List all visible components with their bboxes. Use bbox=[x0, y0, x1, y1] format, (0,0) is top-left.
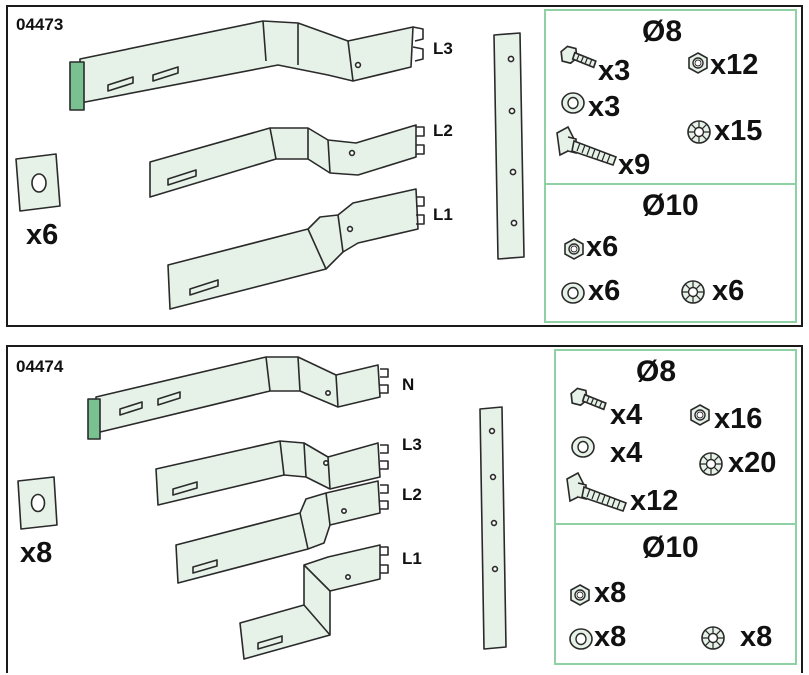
link-plate bbox=[493, 32, 525, 260]
kit-panel-04474: 04474 x8 N L3 L2 L1 Ø8 x4 x16 x4 x20 x12… bbox=[6, 345, 803, 673]
square-spacer bbox=[17, 476, 58, 530]
flat-washer-icon bbox=[570, 435, 596, 459]
m10-serrated-qty: x8 bbox=[740, 621, 773, 653]
kit-code: 04473 bbox=[16, 15, 64, 34]
m10-heading: Ø10 bbox=[642, 189, 699, 222]
m8-washer-qty: x3 bbox=[588, 91, 621, 123]
m8-bolt-qty: x4 bbox=[610, 399, 643, 431]
m8-serrated-qty: x20 bbox=[728, 447, 777, 479]
serrated-washer-icon bbox=[700, 625, 726, 651]
m8-tbolt-qty: x9 bbox=[618, 149, 651, 181]
phase-label-l3: L3 bbox=[433, 39, 453, 58]
square-spacer bbox=[15, 153, 61, 212]
hardware-box: Ø8 x4 x16 x4 x20 x12 Ø10 x8 x8 x8 bbox=[554, 349, 797, 665]
m8-heading: Ø8 bbox=[636, 355, 677, 388]
m10-washer-qty: x8 bbox=[594, 621, 627, 653]
phase-label-l2: L2 bbox=[433, 121, 453, 140]
m8-washer-qty: x4 bbox=[610, 437, 643, 469]
serrated-washer-icon bbox=[680, 279, 706, 305]
busbar-l3 bbox=[155, 440, 389, 506]
m10-serrated-qty: x6 bbox=[712, 275, 745, 307]
kit-panel-04473: 04473 x6 L3 L2 L1 Ø8 x3 x12 x3 x15 x9 Ø1… bbox=[6, 5, 803, 327]
busbar-l1 bbox=[167, 188, 425, 310]
busbar-l1 bbox=[239, 544, 389, 660]
phase-label-l2: L2 bbox=[402, 485, 422, 504]
phase-label-l3: L3 bbox=[402, 435, 422, 454]
busbar-parts-illustration bbox=[15, 20, 525, 310]
kit-code: 04474 bbox=[16, 357, 64, 376]
hardware-divider bbox=[546, 183, 795, 185]
busbar-l2 bbox=[175, 480, 389, 584]
t-head-bolt-icon bbox=[554, 125, 622, 169]
spacer-quantity: x8 bbox=[20, 537, 53, 569]
hardware-divider bbox=[556, 523, 795, 525]
flat-washer-icon bbox=[568, 627, 594, 651]
flat-washer-icon bbox=[560, 91, 586, 115]
t-head-bolt-icon bbox=[564, 471, 632, 515]
m8-bolt-qty: x3 bbox=[598, 55, 631, 87]
m8-tbolt-qty: x12 bbox=[630, 485, 679, 517]
busbar-n bbox=[87, 356, 389, 440]
hex-bolt-icon bbox=[568, 385, 610, 417]
hex-bolt-icon bbox=[558, 43, 600, 75]
m8-nut-qty: x12 bbox=[710, 49, 759, 81]
hex-nut-icon bbox=[568, 583, 592, 607]
hex-nut-icon bbox=[562, 237, 586, 261]
m10-heading: Ø10 bbox=[642, 531, 699, 564]
serrated-washer-icon bbox=[686, 119, 712, 145]
hex-nut-icon bbox=[688, 403, 712, 427]
m10-nut-qty: x8 bbox=[594, 577, 627, 609]
phase-label-l1: L1 bbox=[402, 549, 422, 568]
spacer-quantity: x6 bbox=[26, 219, 59, 251]
m8-nut-qty: x16 bbox=[714, 403, 763, 435]
hardware-box: Ø8 x3 x12 x3 x15 x9 Ø10 x6 x6 x6 bbox=[544, 9, 797, 323]
m10-nut-qty: x6 bbox=[586, 231, 619, 263]
m8-serrated-qty: x15 bbox=[714, 115, 763, 147]
phase-label-l1: L1 bbox=[433, 205, 453, 224]
busbar-l2 bbox=[149, 124, 425, 198]
busbar-parts-illustration bbox=[17, 356, 507, 660]
hex-nut-icon bbox=[686, 51, 710, 75]
link-plate bbox=[479, 406, 507, 650]
flat-washer-icon bbox=[560, 281, 586, 305]
busbar-l3 bbox=[69, 20, 424, 111]
phase-label-n: N bbox=[402, 375, 415, 394]
serrated-washer-icon bbox=[698, 451, 724, 477]
m10-washer-qty: x6 bbox=[588, 275, 621, 307]
m8-heading: Ø8 bbox=[642, 15, 683, 48]
